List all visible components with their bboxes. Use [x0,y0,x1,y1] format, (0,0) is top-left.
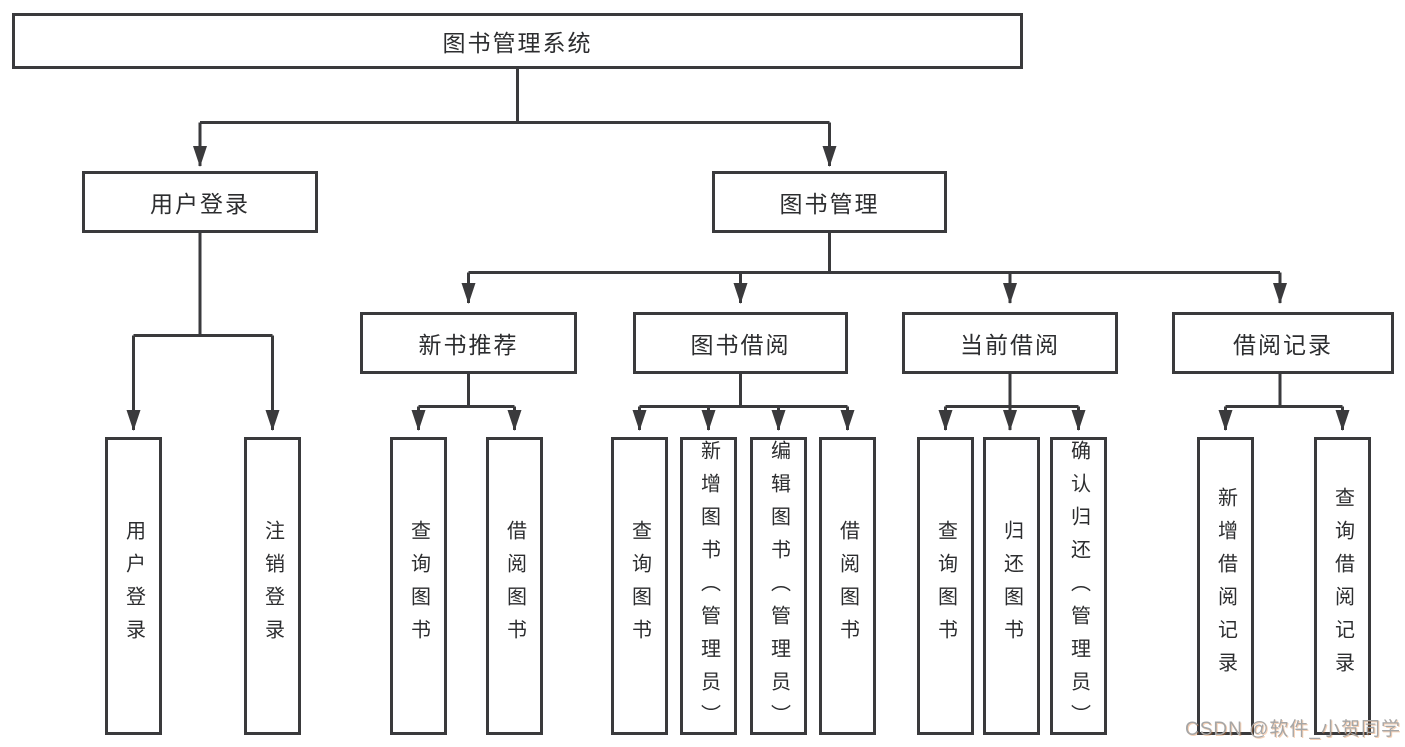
node-user-login: 用户登录 [82,171,318,233]
node-label: 查询图书 [407,520,430,652]
edge-bus [639,374,848,408]
node-label: 借阅图书 [503,520,526,652]
leaf-add-book-admin: 新增图书（管理员） [680,437,737,737]
node-library-system: 图书管理系统 [12,13,1023,69]
leaf-logout: 注销登录 [244,437,301,735]
node-label: 编辑图书（管理员） [767,440,790,737]
node-current-borrow: 当前借阅 [902,312,1118,374]
node-label: 新增图书（管理员） [697,440,720,737]
leaf-borrow-books-recommend: 借阅图书 [486,437,543,735]
node-borrow-records: 借阅记录 [1172,312,1394,374]
node-label: 确认归还（管理员） [1067,440,1090,737]
leaf-query-books-current: 查询图书 [917,437,974,735]
node-label: 用户登录 [150,191,250,217]
node-label: 归还图书 [1000,520,1023,652]
edge-bus [945,374,1079,408]
leaf-edit-book-admin: 编辑图书（管理员） [750,437,807,737]
node-label: 查询借阅记录 [1331,487,1354,685]
leaf-query-books-recommend: 查询图书 [390,437,447,735]
node-label: 当前借阅 [960,332,1060,358]
node-new-book-recommend: 新书推荐 [360,312,577,374]
node-label: 新增借阅记录 [1214,487,1237,685]
leaf-return-book: 归还图书 [983,437,1040,735]
edge-bus [418,374,515,408]
node-label: 新书推荐 [418,332,519,358]
node-label: 图书管理系统 [442,30,593,56]
node-label: 图书借阅 [690,332,791,358]
node-label: 借阅图书 [836,520,859,652]
leaf-query-borrow-record: 查询借阅记录 [1314,437,1371,735]
node-label: 查询图书 [628,520,651,652]
edge-login-bus [133,233,273,337]
node-label: 查询图书 [934,520,957,652]
node-book-management: 图书管理 [712,171,947,233]
leaf-confirm-return-admin: 确认归还（管理员） [1050,437,1107,737]
leaf-add-borrow-record: 新增借阅记录 [1197,437,1254,735]
edge-mgmt-bus [468,233,1280,274]
node-label: 借阅记录 [1233,332,1333,358]
node-label: 用户登录 [122,520,145,652]
csdn-watermark: CSDN @软件_小贺同学 [1185,719,1401,740]
edge-bus [1225,374,1343,408]
node-book-borrow: 图书借阅 [633,312,848,374]
leaf-query-books-borrow: 查询图书 [611,437,668,735]
edge-root-bus [200,69,830,124]
node-label: 图书管理 [779,191,880,217]
leaf-borrow-books: 借阅图书 [819,437,876,735]
leaf-user-login: 用户登录 [105,437,162,735]
node-label: 注销登录 [261,520,284,652]
